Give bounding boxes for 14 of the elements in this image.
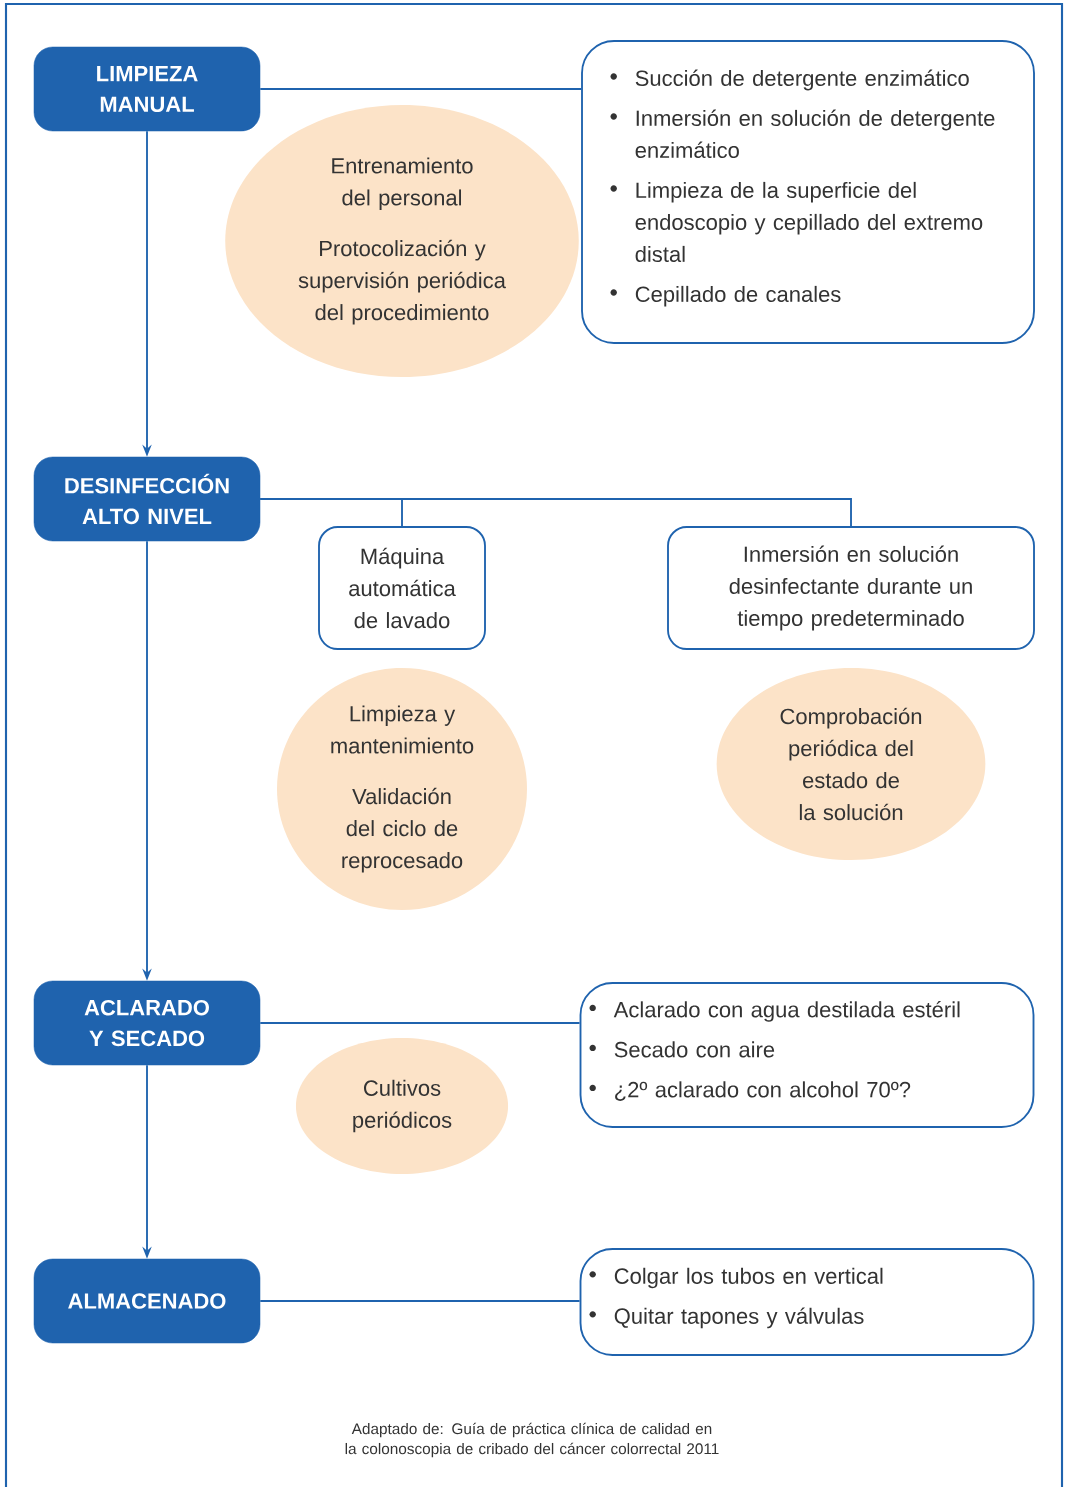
step-box: LIMPIEZA MANUAL [33, 46, 261, 132]
step-box: ALMACENADO [33, 1258, 261, 1344]
method-box: Máquina automática de lavado [318, 526, 486, 650]
method-box: Inmersión en solución desinfectante durante un tiempo predeterminado [667, 526, 1035, 650]
connector [259, 1300, 581, 1302]
step-box: DESINFECCIÓN ALTO NIVEL [33, 456, 261, 542]
connector [259, 88, 582, 90]
bullet-list-box: Aclarado con agua destilada estéril Secado con aire ¿2º aclarado con alcohol 70º? [579, 982, 1035, 1128]
step-box: ACLARADO Y SECADO [33, 980, 261, 1066]
bullet-list-box: Succión de detergente enzimático Inmersión en solución de detergente enzimático Limpieza de la superficie del endoscopio y cepillado del extremo distal Cepillado de canales [581, 40, 1035, 344]
connector [259, 498, 852, 527]
connector [259, 1022, 581, 1024]
caption: Adaptado de: Guía de práctica clínica de calidad en la colonoscopia de cribado del cáncer colorrectal 2011 [345, 1422, 719, 1458]
bullet-list-box: Colgar los tubos en vertical Quitar tapones y válvulas [579, 1248, 1035, 1356]
